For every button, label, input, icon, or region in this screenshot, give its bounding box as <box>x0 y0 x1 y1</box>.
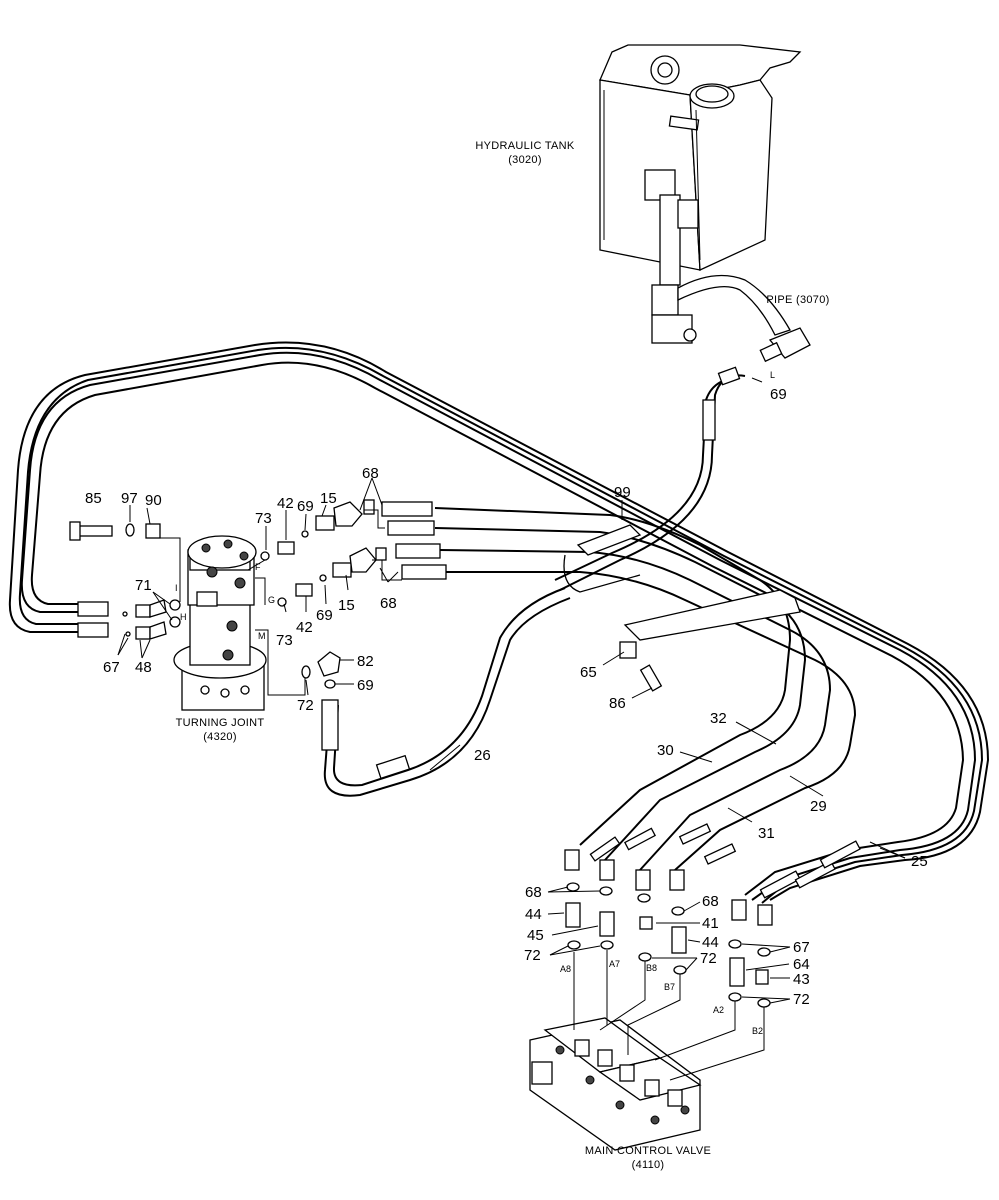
part-label: 71 <box>135 577 152 594</box>
loop-hoses <box>8 341 990 904</box>
upper-fittings <box>260 499 447 607</box>
hose-clamp <box>563 524 801 692</box>
component-labels: HYDRAULIC TANK (3020) PIPE (3070) TURNIN… <box>176 140 830 1171</box>
part-label: 31 <box>758 825 775 842</box>
part-number-labels: 69 99 68 15 69 42 73 85 97 90 71 67 48 7… <box>85 386 928 1008</box>
part-label: 90 <box>145 492 162 509</box>
part-label: 68 <box>380 595 397 612</box>
mcv-port-leaders <box>573 950 765 1081</box>
port-label: L <box>770 370 775 380</box>
port-label: A8 <box>560 964 571 974</box>
port-label: A2 <box>713 1005 724 1015</box>
main-control-valve <box>529 1017 702 1151</box>
port-label: G <box>268 595 275 605</box>
turning-joint-code: (4320) <box>203 731 237 743</box>
main-control-valve-code: (4110) <box>632 1159 665 1171</box>
part-label: 82 <box>357 653 374 670</box>
part-label: 99 <box>614 484 631 501</box>
turning-joint-left-fittings <box>77 599 181 640</box>
part-label: 73 <box>255 510 272 527</box>
port-label: B2 <box>752 1026 763 1036</box>
part-label: 43 <box>793 971 810 988</box>
hydraulic-tank <box>599 44 802 286</box>
part-label: 67 <box>793 939 810 956</box>
elbow-fitting-82 <box>301 651 341 689</box>
turning-joint-label: TURNING JOINT <box>176 717 265 729</box>
turning-joint <box>160 535 306 711</box>
part-label: 48 <box>135 659 152 676</box>
part-label: 25 <box>911 853 928 870</box>
hydraulic-tank-label: HYDRAULIC TANK <box>475 140 575 152</box>
port-label: B8 <box>646 963 657 973</box>
part-label: 69 <box>770 386 787 403</box>
part-label: 68 <box>362 465 379 482</box>
part-label: 45 <box>527 927 544 944</box>
part-label: 72 <box>297 697 314 714</box>
part-label: 69 <box>316 607 333 624</box>
bolt-set <box>69 521 161 541</box>
part-label: 85 <box>85 490 102 507</box>
part-label: 72 <box>793 991 810 1008</box>
part-label: 68 <box>702 893 719 910</box>
part-label: 69 <box>357 677 374 694</box>
pipe-3070 <box>651 274 811 363</box>
part-label: 29 <box>810 798 827 815</box>
part-label: 86 <box>609 695 626 712</box>
pipe-label: PIPE (3070) <box>766 294 829 306</box>
hydraulic-tank-code: (3020) <box>508 154 542 166</box>
return-hose <box>554 366 746 591</box>
port-labels: F G H I M L A8 A7 B8 B7 A2 B2 <box>175 370 775 1036</box>
part-label: 32 <box>710 710 727 727</box>
port-label: I <box>175 583 178 593</box>
part-label: 42 <box>277 495 294 512</box>
bundle-hoses <box>434 507 861 926</box>
part-label: 67 <box>103 659 120 676</box>
part-label: 44 <box>702 934 719 951</box>
part-label: 15 <box>338 597 355 614</box>
part-label: 97 <box>121 490 138 507</box>
port-label: B7 <box>664 982 675 992</box>
main-control-valve-label: MAIN CONTROL VALVE <box>585 1145 711 1157</box>
part-label: 72 <box>700 950 717 967</box>
port-label: H <box>180 612 187 622</box>
part-label: 15 <box>320 490 337 507</box>
part-label: 68 <box>525 884 542 901</box>
part-label: 44 <box>525 906 542 923</box>
part-label: 73 <box>276 632 293 649</box>
part-label: 64 <box>793 956 810 973</box>
hose-26 <box>321 587 571 797</box>
part-label: 69 <box>297 498 314 515</box>
part-label: 26 <box>474 747 491 764</box>
part-label: 42 <box>296 619 313 636</box>
part-label: 41 <box>702 915 719 932</box>
part-label: 65 <box>580 664 597 681</box>
part-label: 30 <box>657 742 674 759</box>
part-label: 72 <box>524 947 541 964</box>
label-leaders <box>117 377 906 1004</box>
port-label: A7 <box>609 959 620 969</box>
port-label: M <box>258 631 266 641</box>
port-label: F <box>255 562 261 572</box>
